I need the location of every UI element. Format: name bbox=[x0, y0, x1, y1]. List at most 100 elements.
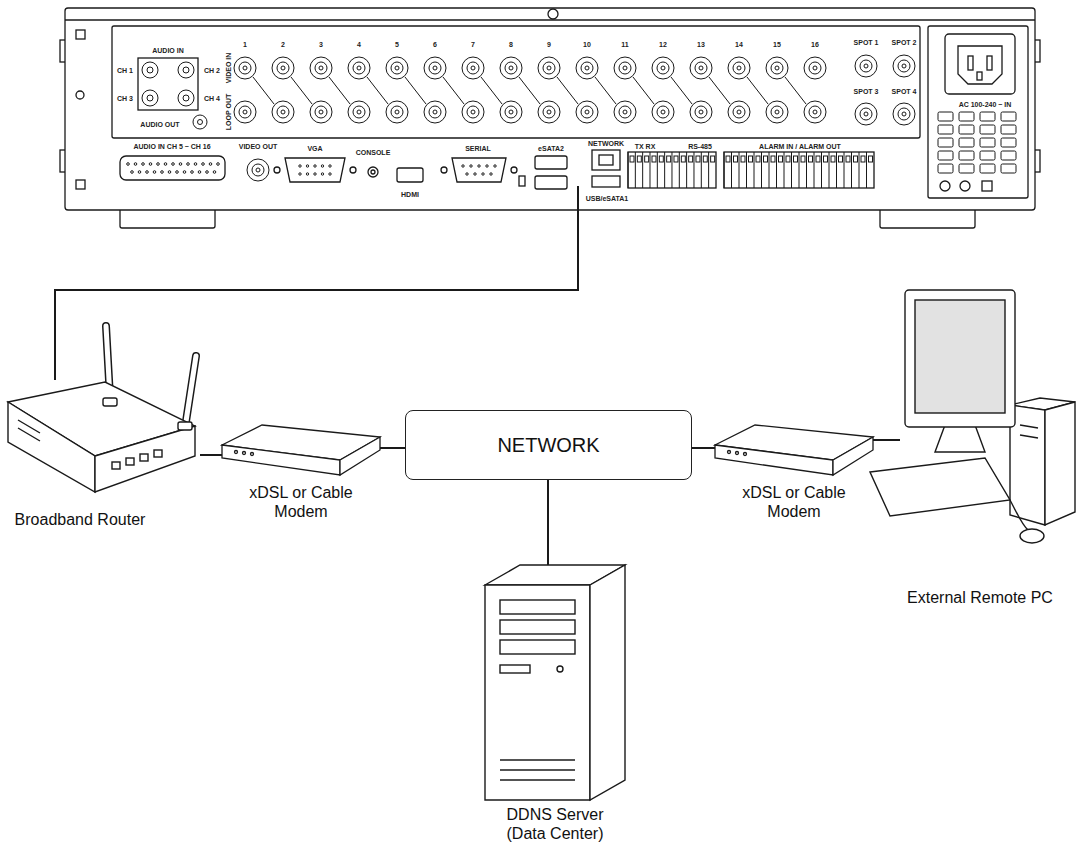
connector-detail bbox=[804, 101, 826, 123]
connector-detail bbox=[391, 62, 403, 74]
connector-detail bbox=[690, 101, 712, 123]
connector-detail bbox=[386, 57, 408, 79]
broadband-router bbox=[185, 356, 196, 428]
connector-detail bbox=[645, 156, 649, 162]
modem bbox=[243, 452, 246, 455]
connector-detail bbox=[728, 57, 750, 79]
connector-detail bbox=[478, 165, 480, 167]
modem bbox=[251, 453, 254, 456]
connector-detail bbox=[938, 138, 953, 147]
connector-detail bbox=[193, 115, 207, 129]
ddns-server bbox=[500, 759, 575, 760]
connector-detail bbox=[519, 77, 540, 104]
broadband-router bbox=[103, 398, 117, 406]
connector-detail bbox=[234, 57, 256, 79]
connector-detail bbox=[178, 90, 194, 106]
panel-label: USB/eSATA1 bbox=[586, 195, 629, 202]
dvr-unit bbox=[577, 186, 579, 210]
connector-detail bbox=[576, 101, 598, 123]
connector-detail bbox=[595, 77, 616, 104]
connector-detail bbox=[731, 152, 732, 188]
connector-detail bbox=[734, 156, 738, 162]
remote-pc bbox=[870, 290, 1075, 543]
connector-detail bbox=[902, 64, 906, 68]
connector-detail bbox=[168, 171, 171, 174]
dvr-unit bbox=[138, 58, 198, 110]
connector-detail bbox=[395, 110, 399, 114]
connector-detail bbox=[329, 77, 350, 104]
connector-detail bbox=[239, 106, 251, 118]
connector-detail bbox=[686, 152, 687, 188]
connector-detail bbox=[980, 125, 995, 134]
dvr-unit bbox=[368, 167, 378, 177]
connector-detail bbox=[142, 163, 145, 166]
ddns-server bbox=[485, 585, 590, 800]
connector-detail bbox=[291, 77, 312, 104]
connector-detail bbox=[761, 152, 762, 188]
connector-detail bbox=[443, 77, 464, 104]
connector-detail bbox=[157, 163, 160, 166]
connector-detail bbox=[127, 55, 1016, 760]
connector-detail bbox=[855, 103, 877, 125]
dvr-unit bbox=[441, 167, 447, 173]
dvr-rear-panel: AUDIO INCH 1CH 2CH 3CH 4AUDIO OUTVIDEO I… bbox=[65, 8, 1035, 210]
connector-detail bbox=[657, 152, 658, 188]
connector-detail bbox=[659, 156, 663, 162]
connector-detail bbox=[898, 60, 910, 72]
dvr-unit bbox=[535, 176, 567, 189]
connector-detail bbox=[585, 110, 589, 114]
dvr-unit bbox=[987, 56, 992, 70]
network-cable bbox=[692, 447, 715, 449]
connector-detail bbox=[674, 156, 678, 162]
connector-detail bbox=[980, 138, 995, 147]
connector-detail bbox=[614, 57, 636, 79]
connector-detail bbox=[733, 106, 745, 118]
connector-detail bbox=[866, 152, 867, 188]
connector-detail bbox=[299, 173, 301, 175]
panel-label: CH 3 bbox=[117, 95, 133, 102]
connector-detail bbox=[791, 152, 792, 188]
connector-detail bbox=[831, 156, 835, 162]
connector-detail bbox=[500, 57, 522, 79]
connector-detail bbox=[959, 125, 974, 134]
connector-detail bbox=[980, 112, 995, 121]
connector-detail bbox=[733, 62, 745, 74]
network-cable bbox=[55, 210, 578, 380]
connector-detail bbox=[836, 152, 837, 188]
network-cable bbox=[380, 447, 405, 449]
connector-detail bbox=[741, 156, 745, 162]
panel-label: AUDIO IN bbox=[152, 47, 184, 54]
panel-label: VIDEO OUT bbox=[239, 143, 278, 150]
dvr-unit bbox=[350, 167, 356, 173]
dvr-unit bbox=[960, 181, 970, 191]
panel-label: 1 bbox=[243, 41, 247, 48]
connector-detail bbox=[482, 173, 484, 175]
connector-detail bbox=[329, 165, 331, 167]
connector-detail bbox=[149, 163, 152, 166]
connector-detail bbox=[980, 151, 995, 160]
connector-detail bbox=[486, 165, 488, 167]
connector-detail bbox=[809, 106, 821, 118]
connector-detail bbox=[737, 66, 741, 70]
broadband-router bbox=[154, 450, 162, 457]
connector-detail bbox=[127, 163, 130, 166]
dvr-unit bbox=[592, 150, 620, 170]
connector-detail bbox=[695, 62, 707, 74]
connector-detail bbox=[864, 112, 868, 116]
connector-detail bbox=[138, 171, 141, 174]
panel-label: AUDIO IN CH 5 ~ CH 16 bbox=[133, 143, 210, 150]
connector-detail bbox=[614, 101, 636, 123]
panel-label: CH 4 bbox=[204, 95, 220, 102]
panel-label: LOOP OUT bbox=[225, 94, 232, 130]
connector-detail bbox=[581, 106, 593, 118]
connector-detail bbox=[902, 112, 906, 116]
connector-detail bbox=[391, 106, 403, 118]
connector-detail bbox=[711, 156, 715, 162]
panel-label: NETWORK bbox=[588, 140, 624, 147]
server-node: DDNS Server (Data Center) bbox=[485, 565, 625, 800]
connector-detail bbox=[652, 101, 674, 123]
remote-pc bbox=[1020, 435, 1038, 438]
connector-detail bbox=[980, 164, 995, 173]
connector-detail bbox=[938, 164, 953, 173]
modem bbox=[222, 425, 380, 475]
